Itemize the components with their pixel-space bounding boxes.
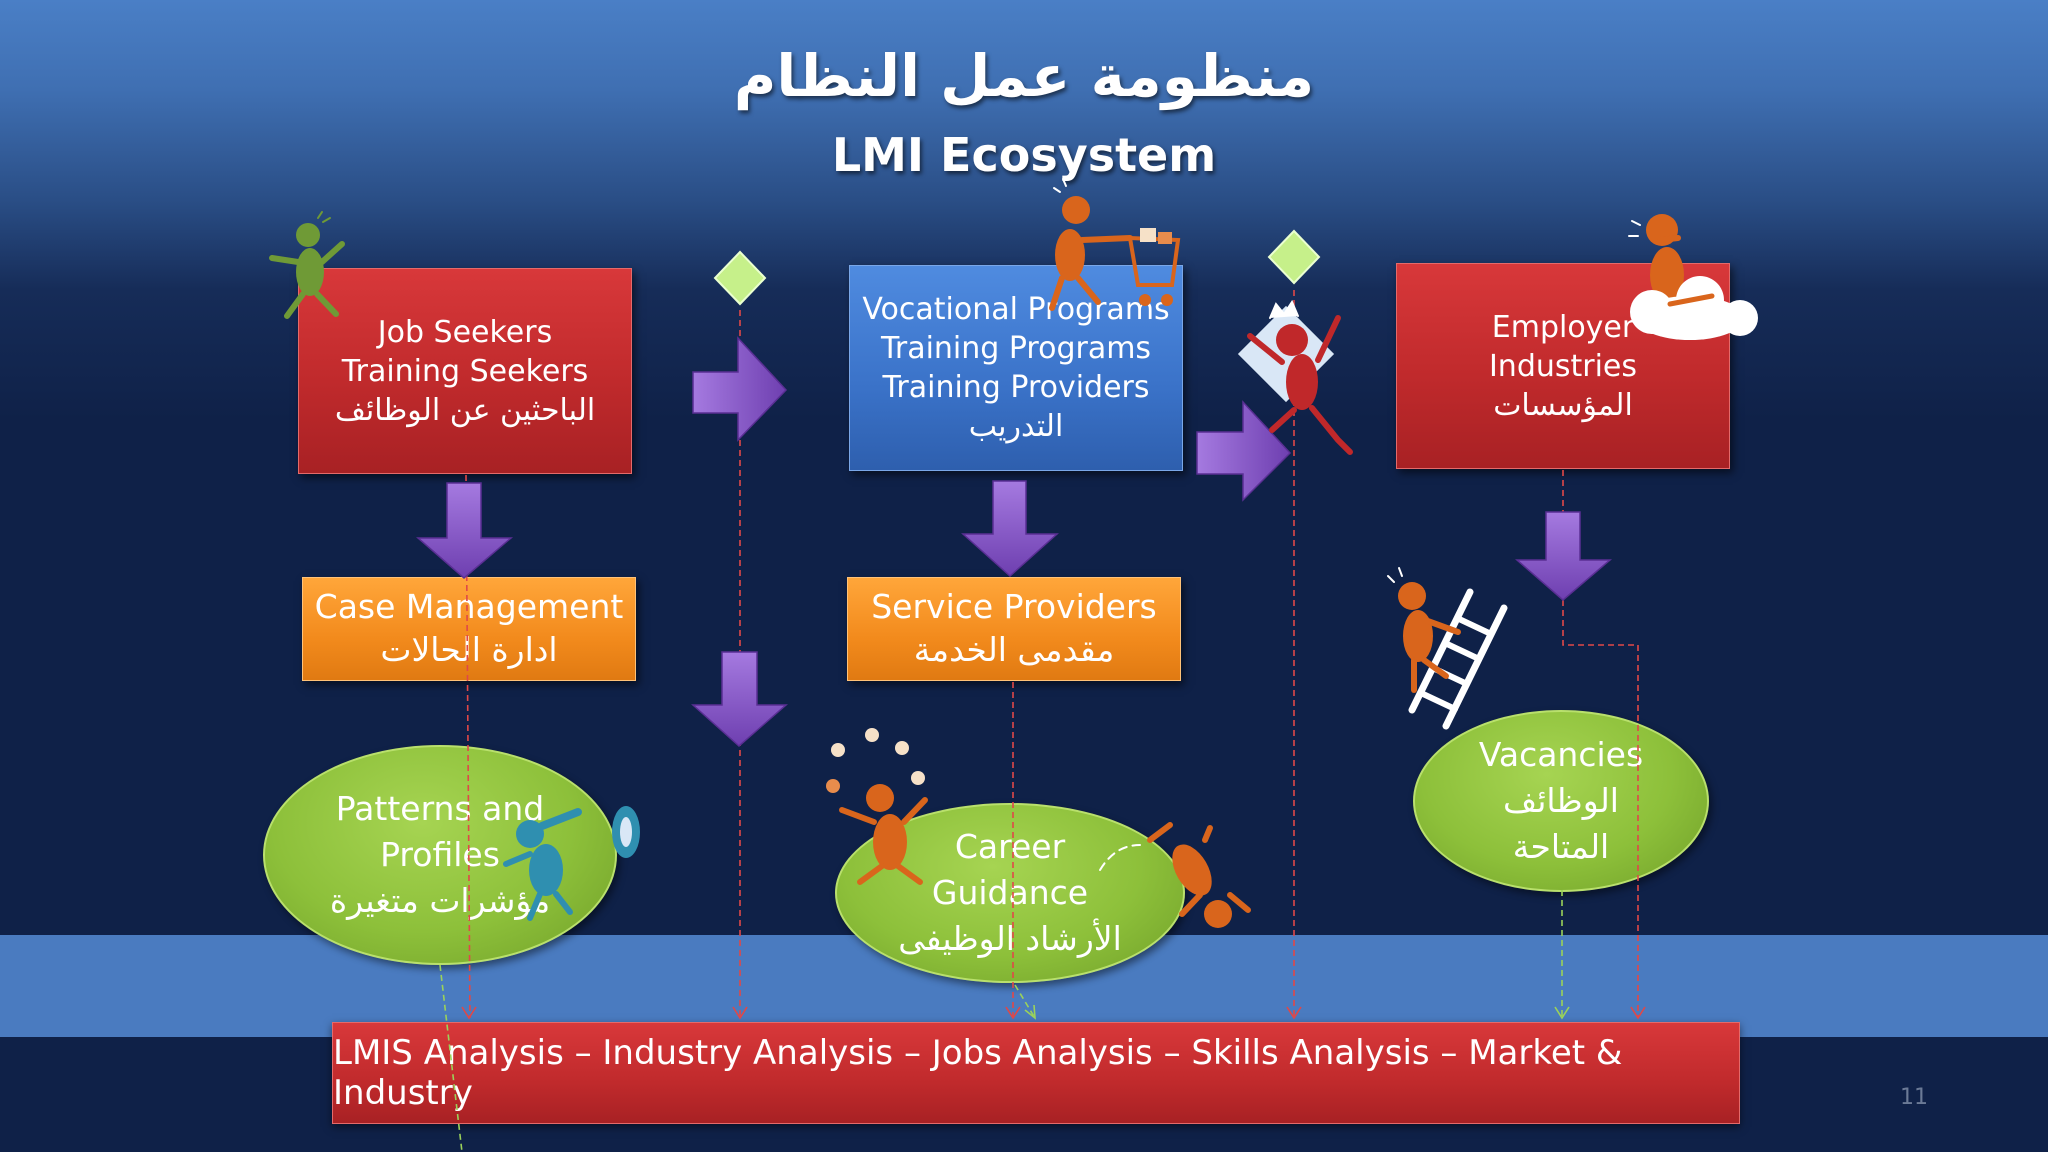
career-arabic-label: الأرشاد الوظيفى [898,919,1122,959]
down-arrow [691,651,789,747]
training-providers-label: Training Providers [882,370,1150,405]
down-arrow [1514,511,1613,601]
vocational-programs-box: Vocational Programs Training Programs Tr… [849,265,1183,471]
decision-diamond-icon [1267,229,1321,285]
patterns-label: Patterns and [335,788,545,828]
case-management-arabic-label: ادارة الحالات [380,630,558,669]
vacancies-arabic-label-1: الوظائف [1503,780,1619,820]
connector-arrowheads [461,1004,1646,1020]
vacancies-label: Vacancies [1478,734,1644,774]
profiles-label: Profiles [380,834,500,874]
decision-diamond-icon [713,250,767,306]
training-seekers-label: Training Seekers [341,353,589,389]
jumping-figure-icon [1237,299,1353,455]
vacancies-ellipse: Vacancies الوظائف المتاحة [1413,710,1709,892]
guidance-label: Guidance [931,872,1089,912]
job-seekers-label: Job Seekers [377,314,553,350]
page-title: LMI Ecosystem [831,128,1217,182]
thinking-on-cloud-figure-icon [1628,214,1758,340]
connector-line [439,964,463,1152]
right-arrow [692,336,788,442]
service-providers-box: Service Providers مقدمى الخدمة [847,577,1181,681]
down-arrow [961,480,1059,578]
case-management-label: Case Management [314,587,624,627]
green-figure-icon [269,211,345,319]
vocational-programs-label: Vocational Programs [862,292,1170,327]
connector-line [1562,470,1639,1018]
down-arrow-shape [415,482,514,579]
patterns-arabic-label: مؤشرات متغيرة [329,881,551,921]
employer-label: Employer [1491,309,1635,345]
training-programs-label: Training Programs [880,331,1152,366]
shopping-cart-figure-icon [1049,178,1181,311]
career-label: Career [954,826,1066,866]
case-management-box: Case Management ادارة الحالات [302,577,636,681]
employers-arabic-label: المؤسسات [1493,387,1633,423]
job-seekers-arabic-label: الباحثين عن الوظائف [334,392,596,428]
right-arrow [1196,400,1292,502]
job-seekers-box: Job Seekers Training Seekers الباحثين عن… [298,268,632,474]
down-arrow [415,482,514,579]
green-connector-lines [439,890,1563,1152]
service-providers-label: Service Providers [871,587,1157,627]
telescope-figure-icon [503,806,640,921]
swinging-figure-icon [1099,822,1251,928]
service-providers-arabic-label: مقدمى الخدمة [913,630,1115,669]
industries-label: Industries [1488,348,1638,384]
lmis-analysis-bar: LMIS Analysis – Industry Analysis – Jobs… [332,1022,1740,1124]
slide-number: 11 [1900,1085,1928,1110]
connector-line [1014,984,1036,1019]
juggler-figure-icon [826,728,928,885]
ladder-climber-figure-icon [1387,567,1508,730]
page-title-arabic: منظومة عمل النظام [733,42,1315,110]
vacancies-arabic-label-2: المتاحة [1512,827,1610,867]
training-arabic-label: التدريب [968,409,1064,444]
